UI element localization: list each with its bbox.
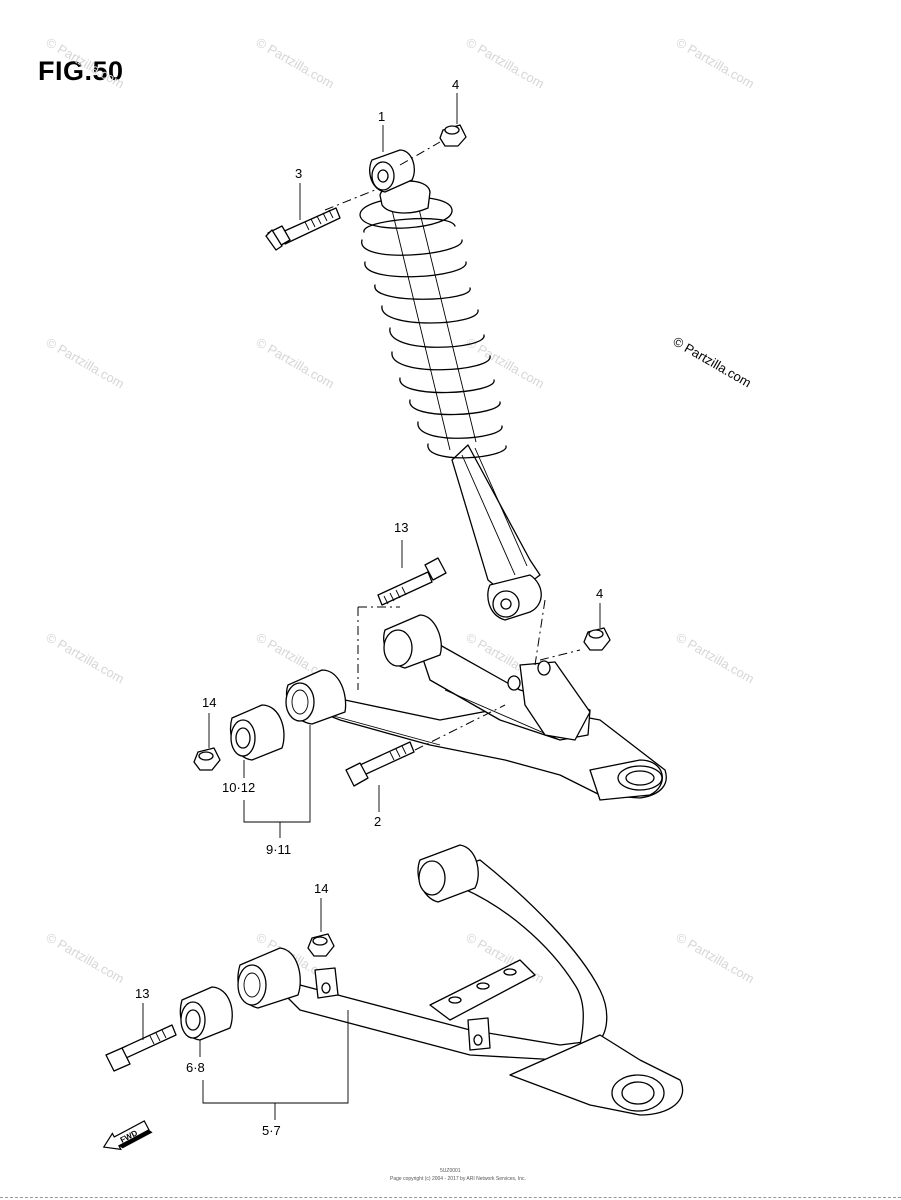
fwd-arrow-icon: FWD (102, 1120, 153, 1151)
shock-absorber (359, 149, 542, 621)
watermark: © Partzilla.com (674, 630, 757, 687)
lower-arm (237, 844, 684, 1116)
bottom-rule (0, 1197, 901, 1198)
footer-code: 5UZ0001 (440, 1168, 461, 1174)
watermark: © Partzilla.com (464, 335, 547, 392)
callout-10-12: 10·12 (222, 780, 255, 795)
bolt-13-upper (377, 557, 447, 606)
callout-14-lower: 14 (314, 881, 328, 896)
watermark: © Partzilla.com (44, 930, 127, 987)
figure-title: FIG.50 (38, 56, 124, 86)
bolt-2 (345, 741, 415, 787)
callout-6-8: 6·8 (186, 1060, 205, 1075)
watermark: © Partzilla.com (44, 335, 127, 392)
callout-9-11: 9·11 (266, 842, 291, 857)
watermark: © Partzilla.com (254, 35, 337, 92)
copyright-mark: © Partzilla.com (671, 334, 754, 391)
callout-14-upper: 14 (202, 695, 216, 710)
nut-4-top (439, 124, 467, 147)
footer-copyright: Page copyright (c) 2004 - 2017 by ARI Ne… (390, 1176, 526, 1182)
watermark: © Partzilla.com (674, 930, 757, 987)
callout-3: 3 (295, 166, 302, 181)
upper-arm (285, 614, 667, 801)
callout-5-7: 5·7 (262, 1123, 281, 1138)
callout-13-lower: 13 (135, 986, 149, 1001)
watermark: © Partzilla.com (44, 35, 127, 92)
watermark: © Partzilla.com (44, 630, 127, 687)
bolt-3 (265, 207, 341, 251)
axis-nut4-mid (539, 649, 581, 661)
nut-14-lower (307, 933, 335, 957)
callout-4-top: 4 (452, 77, 459, 92)
axis-shock-lower (534, 599, 546, 666)
nut-4-mid (583, 627, 611, 651)
watermark: © Partzilla.com (254, 335, 337, 392)
watermark: © Partzilla.com (674, 35, 757, 92)
callouts: 1 4 3 13 4 14 10·12 2 9·11 14 13 6·8 (135, 77, 603, 1138)
axis-nut4-top (399, 141, 441, 166)
callout-13-upper: 13 (394, 520, 408, 535)
axis-bolt2 (414, 704, 506, 751)
watermark: © Partzilla.com (464, 35, 547, 92)
callout-2: 2 (374, 814, 381, 829)
axis-bolt3 (324, 189, 376, 211)
nut-14-upper (193, 747, 221, 771)
bushing-10-12 (229, 704, 285, 761)
callout-1: 1 (378, 109, 385, 124)
callout-4-mid: 4 (596, 586, 603, 601)
bushing-6-8 (179, 986, 233, 1041)
bolt-13-lower (105, 1024, 177, 1072)
